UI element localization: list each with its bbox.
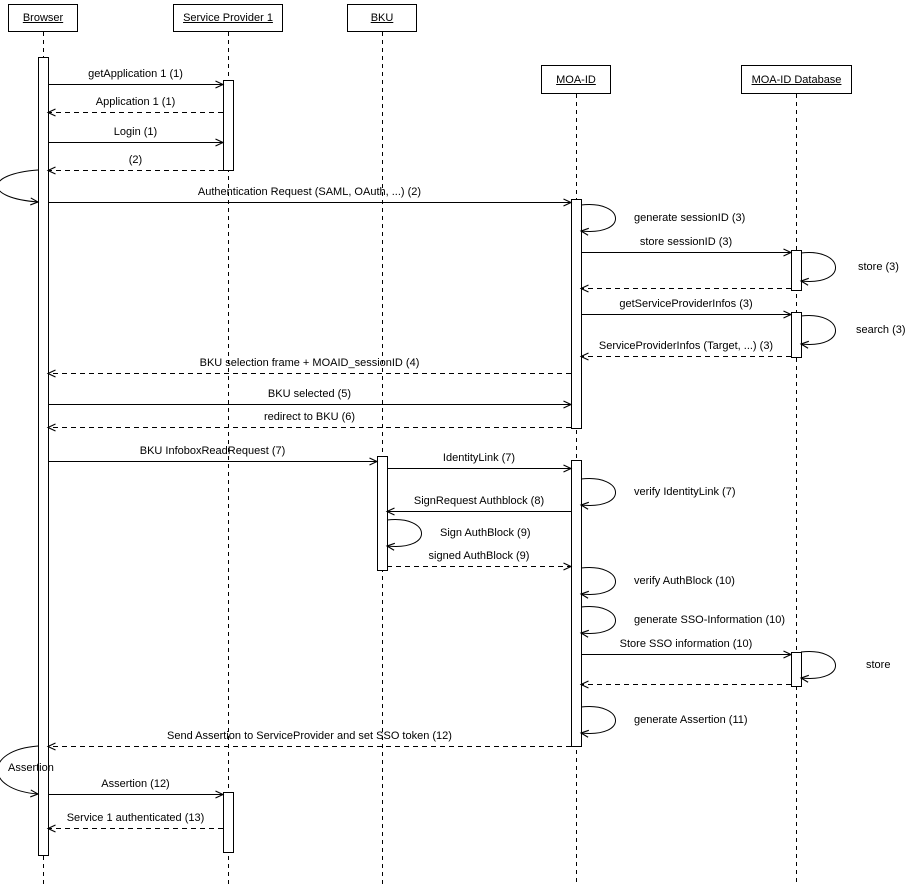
diagram-lines-layer bbox=[0, 32, 836, 884]
activation-bar-moaid bbox=[571, 199, 582, 429]
lifeline-box-browser: Browser bbox=[8, 4, 78, 32]
self-message-arrow bbox=[579, 204, 616, 236]
self-message-arrow bbox=[799, 651, 836, 683]
self-message-arrow bbox=[579, 478, 616, 510]
self-message-label: Sign AuthBlock (9) bbox=[440, 527, 531, 539]
self-message-arrow bbox=[579, 706, 616, 738]
message-label: Assertion (12) bbox=[101, 778, 170, 790]
lifeline-box-moadb: MOA-ID Database bbox=[741, 65, 852, 94]
self-message-label: store bbox=[866, 659, 891, 671]
self-message-arrow bbox=[579, 567, 616, 599]
self-message-label: generate Assertion (11) bbox=[634, 714, 748, 726]
activation-bar-moadb bbox=[791, 250, 802, 291]
self-message-label: verify AuthBlock (10) bbox=[634, 575, 735, 587]
self-message-arrow bbox=[385, 519, 422, 551]
message-label: SignRequest Authblock (8) bbox=[413, 495, 545, 507]
message-label: Login (1) bbox=[113, 126, 158, 138]
lifeline-label-browser: Browser bbox=[22, 12, 64, 24]
lifeline-box-sp1: Service Provider 1 bbox=[173, 4, 283, 32]
message-label: IdentityLink (7) bbox=[442, 452, 516, 464]
lifeline-label-bku: BKU bbox=[370, 12, 394, 24]
loop-label: Assertion bbox=[8, 762, 54, 774]
self-message-arrow bbox=[579, 606, 616, 638]
message-label: BKU selected (5) bbox=[267, 388, 352, 400]
message-label: (2) bbox=[128, 154, 143, 166]
message-label: redirect to BKU (6) bbox=[263, 411, 356, 423]
activation-bar-bku bbox=[377, 456, 388, 571]
lifeline-box-moaid: MOA-ID bbox=[541, 65, 611, 94]
message-label: Application 1 (1) bbox=[95, 96, 176, 108]
message-label: getServiceProviderInfos (3) bbox=[619, 298, 753, 310]
activation-bar-sp1 bbox=[223, 80, 234, 171]
message-label: Authentication Request (SAML, OAuth, ...… bbox=[197, 186, 422, 198]
browser-redirect-loop bbox=[0, 745, 40, 798]
self-message-label: generate SSO-Information (10) bbox=[634, 614, 786, 626]
self-message-label: search (3) bbox=[856, 324, 906, 336]
activation-bar-moadb bbox=[791, 652, 802, 687]
self-message-label: generate sessionID (3) bbox=[634, 212, 746, 224]
activation-bar-moaid bbox=[571, 460, 582, 747]
message-label: store sessionID (3) bbox=[639, 236, 733, 248]
message-label: getApplication 1 (1) bbox=[88, 68, 183, 80]
self-message-label: verify IdentityLink (7) bbox=[634, 486, 736, 498]
message-label: BKU selection frame + MOAID_sessionID (4… bbox=[199, 357, 420, 369]
lifeline-label-moadb: MOA-ID Database bbox=[751, 73, 842, 86]
activation-bar-browser bbox=[38, 57, 49, 856]
self-message-arrow bbox=[799, 315, 836, 349]
lifeline-box-bku: BKU bbox=[347, 4, 417, 32]
lifeline-label-sp1: Service Provider 1 bbox=[183, 12, 273, 24]
message-label: ServiceProviderInfos (Target, ...) (3) bbox=[598, 340, 774, 352]
activation-bar-sp1 bbox=[223, 792, 234, 853]
lifeline-label-moaid: MOA-ID bbox=[556, 73, 596, 86]
message-label: Store SSO information (10) bbox=[619, 638, 753, 650]
browser-redirect-loop bbox=[0, 169, 40, 206]
message-label: signed AuthBlock (9) bbox=[428, 550, 530, 562]
self-message-arrow bbox=[799, 252, 836, 286]
message-label: Send Assertion to ServiceProvider and se… bbox=[167, 730, 452, 742]
message-label: Service 1 authenticated (13) bbox=[66, 812, 205, 824]
activation-bar-moadb bbox=[791, 312, 802, 358]
message-label: BKU InfoboxReadRequest (7) bbox=[139, 445, 286, 457]
self-message-label: store (3) bbox=[858, 261, 899, 273]
